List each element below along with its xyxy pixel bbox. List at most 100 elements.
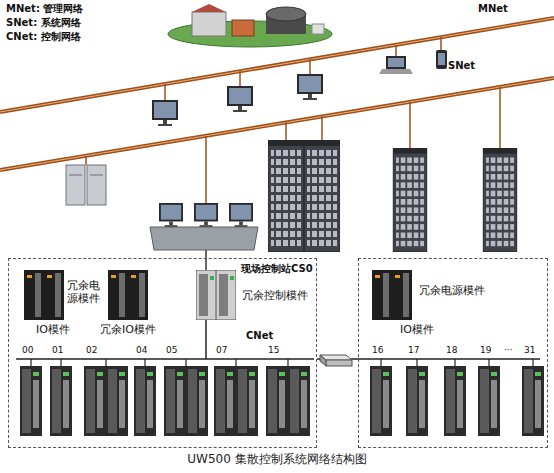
laptop-icon xyxy=(379,56,413,74)
io-module xyxy=(236,366,258,436)
power-module xyxy=(372,270,392,320)
io-module xyxy=(20,366,42,436)
drop-line xyxy=(205,136,207,203)
io-module xyxy=(84,366,106,436)
network-name: CNet xyxy=(246,330,273,342)
plant-box xyxy=(312,24,324,34)
phone-icon xyxy=(436,50,447,69)
bus-drop xyxy=(185,359,186,366)
phone-screen xyxy=(438,53,445,65)
drop-line xyxy=(395,45,397,56)
io-module xyxy=(444,366,466,436)
slot-number: 02 xyxy=(86,345,97,355)
bus-drop xyxy=(532,359,533,366)
io-module xyxy=(134,366,156,436)
slot-number: 16 xyxy=(372,345,383,355)
io-module xyxy=(186,366,208,436)
slot-number: 05 xyxy=(166,345,177,355)
laptop-screen xyxy=(386,56,406,69)
bus-drop xyxy=(287,359,288,366)
controller-module xyxy=(216,270,236,320)
slot-number: 00 xyxy=(22,345,33,355)
workstation-monitor xyxy=(297,74,323,100)
slot-number: 18 xyxy=(446,345,457,355)
cabinet xyxy=(268,140,304,252)
station-heading: 现场控制站CS0 xyxy=(241,263,313,275)
phone-body xyxy=(436,50,447,69)
plant-roof xyxy=(192,4,226,12)
server-slot xyxy=(69,175,82,176)
bus-drop xyxy=(105,359,106,366)
operator-console xyxy=(150,203,258,270)
plant-house xyxy=(192,12,226,36)
console-desk xyxy=(150,227,258,250)
mnet-line-inner xyxy=(0,18,554,112)
drop-line xyxy=(409,102,411,148)
laptop-keyboard xyxy=(379,69,413,74)
bus-drop xyxy=(60,359,61,366)
slot-number: 04 xyxy=(136,345,147,355)
bus-drop xyxy=(488,359,489,366)
console-monitor xyxy=(159,203,183,227)
io-module xyxy=(164,366,186,436)
cabinet xyxy=(304,140,340,252)
module-label: IO模件 xyxy=(36,324,70,337)
workstation-monitor xyxy=(227,86,253,112)
drop-line xyxy=(164,84,166,100)
module-label: 冗余控制模件 xyxy=(242,290,308,303)
slot-number: 17 xyxy=(408,345,419,355)
io-module xyxy=(288,366,310,436)
controller-bus-link xyxy=(205,320,207,359)
module-label: IO模件 xyxy=(400,324,434,337)
laptop-display xyxy=(388,58,404,67)
io-module xyxy=(478,366,500,436)
cabinet xyxy=(483,148,516,252)
plant-tank-top xyxy=(266,7,306,21)
bus-drops xyxy=(31,359,533,366)
console-monitor xyxy=(194,203,218,227)
slot-number: 01 xyxy=(52,345,63,355)
slot-number: 07 xyxy=(216,345,227,355)
console-link xyxy=(205,250,207,270)
repeater-icon xyxy=(320,355,352,366)
module-label: 冗余IO模件 xyxy=(100,324,156,337)
mnet-line-outer xyxy=(0,18,554,112)
power-module xyxy=(128,270,148,320)
power-module xyxy=(108,270,128,320)
bus-drop xyxy=(454,359,455,366)
controller-module xyxy=(196,270,216,320)
cnet-bus xyxy=(358,358,540,360)
module-label: 冗余电源模件 xyxy=(419,285,485,298)
cabinet xyxy=(393,148,426,252)
repeater-front xyxy=(326,360,352,366)
power-module xyxy=(392,270,412,320)
network-name: MNet xyxy=(478,3,508,15)
mnet-line xyxy=(0,18,554,112)
drop-line xyxy=(321,116,323,140)
console-monitor xyxy=(229,203,253,227)
power-module xyxy=(24,270,44,320)
drop-line xyxy=(85,156,87,165)
io-module xyxy=(522,366,544,436)
bus-drop xyxy=(235,359,236,366)
io-module xyxy=(106,366,128,436)
io-module xyxy=(50,366,72,436)
server-icon xyxy=(66,165,106,205)
workstation-monitor xyxy=(152,100,178,126)
drop-line xyxy=(239,71,241,86)
io-module xyxy=(266,366,288,436)
figure-caption: UW500 集散控制系统网络结构图 xyxy=(0,451,554,468)
bus-drop xyxy=(380,359,381,366)
bus-drop xyxy=(30,359,31,366)
key-text: MNet: 管理网络 xyxy=(6,3,83,15)
server-body xyxy=(87,165,106,205)
io-module xyxy=(214,366,236,436)
repeater-side xyxy=(320,355,326,366)
network-name: SNet xyxy=(448,60,475,72)
slot-number: 19 xyxy=(480,345,491,355)
drop-line xyxy=(499,87,501,148)
slot-number: 31 xyxy=(524,345,535,355)
slot-number: ··· xyxy=(504,345,513,355)
